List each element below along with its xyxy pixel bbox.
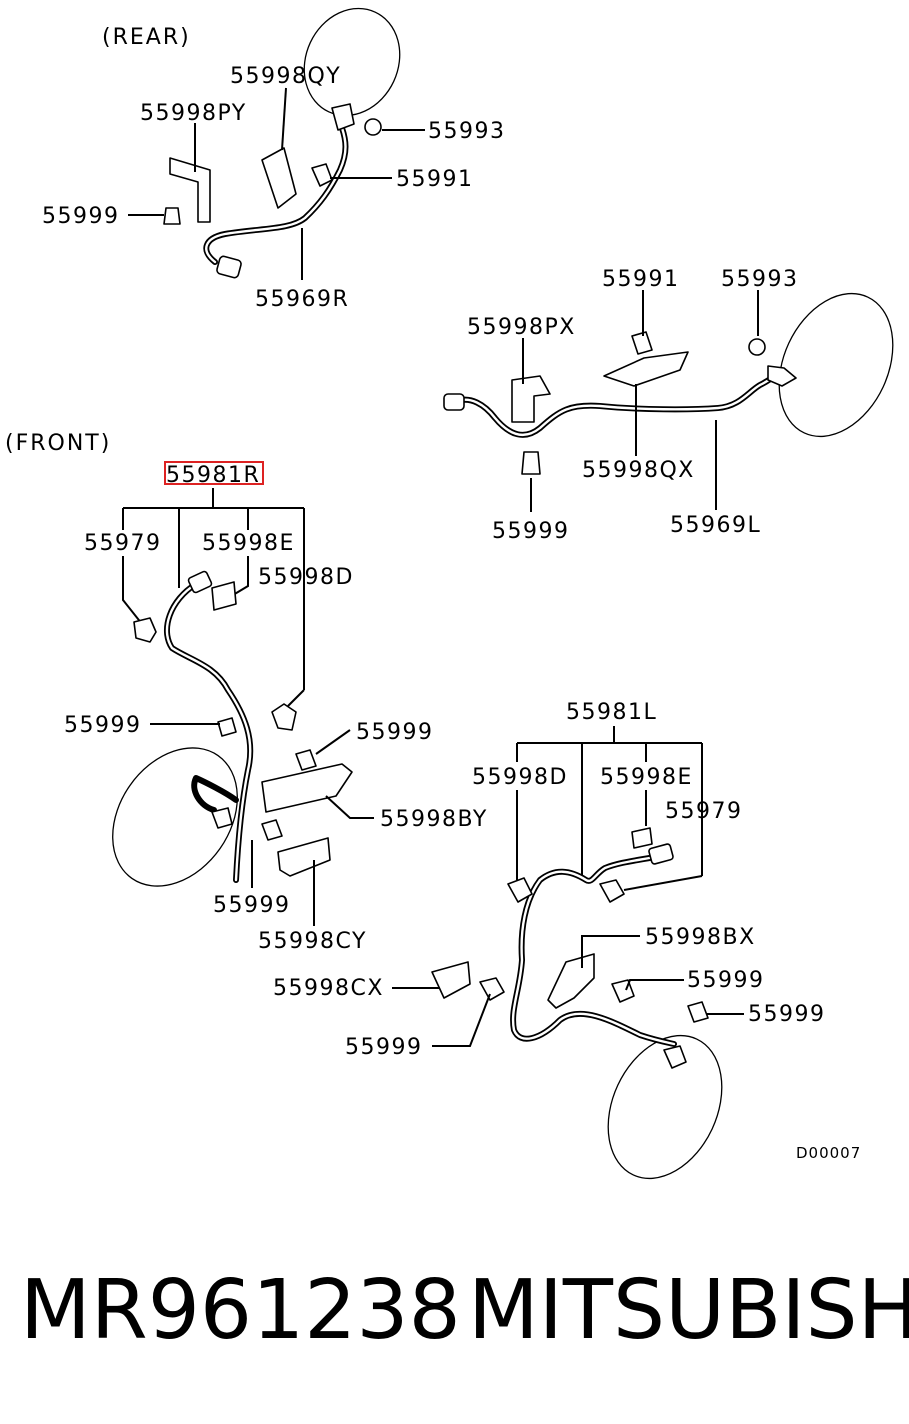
label-55998QX: 55998QX — [582, 458, 695, 483]
label-55999: 55999 — [748, 1002, 826, 1027]
leader-line — [325, 795, 374, 819]
bracket-icon — [603, 351, 689, 387]
sensor-cable — [191, 775, 239, 813]
section-label-rear: (REAR) — [102, 25, 191, 50]
label-55998E: 55998E — [600, 765, 693, 790]
bolt-icon — [311, 163, 333, 187]
part-number: MR961238 — [20, 1263, 461, 1358]
leader-line — [581, 935, 640, 968]
grommet-icon — [364, 118, 382, 136]
front-left-harness — [510, 853, 677, 1047]
label-55998D: 55998D — [258, 565, 354, 590]
clip-icon — [271, 703, 297, 731]
label-55998CY: 55998CY — [258, 929, 367, 954]
grommet-icon — [748, 338, 766, 356]
leader-line — [625, 979, 684, 991]
label-55999: 55999 — [356, 720, 434, 745]
label-55979: 55979 — [84, 531, 162, 556]
wheel-hub-outline — [607, 1034, 723, 1180]
connector-icon — [187, 570, 213, 594]
label-55999: 55999 — [492, 519, 570, 544]
label-55999: 55999 — [687, 968, 765, 993]
label-55979: 55979 — [665, 799, 743, 824]
label-55998QY: 55998QY — [230, 64, 341, 89]
leader-line — [287, 689, 305, 707]
label-55999: 55999 — [213, 893, 291, 918]
bolt-icon — [295, 749, 317, 771]
clip-icon — [631, 827, 653, 849]
leader-line — [623, 875, 703, 891]
front-right-harness — [163, 581, 254, 883]
bracket-icon — [547, 953, 595, 1009]
bolt-icon — [521, 451, 541, 475]
label-55998PY: 55998PY — [140, 101, 247, 126]
label-55998E: 55998E — [202, 531, 295, 556]
bolt-icon — [163, 207, 181, 225]
drawing-code: D00007 — [796, 1144, 861, 1162]
leader-line — [281, 87, 287, 151]
wheel-hub-outline — [778, 292, 894, 438]
bolt-icon — [611, 979, 635, 1003]
clip-icon — [599, 879, 625, 903]
wheel-hub-outline — [303, 7, 401, 117]
label-55991: 55991 — [396, 167, 474, 192]
bolt-icon — [217, 717, 237, 737]
bracket-icon — [277, 837, 331, 877]
clip-icon — [507, 877, 533, 903]
section-label-front: (FRONT) — [5, 431, 111, 456]
connector-icon — [443, 393, 465, 411]
label-55993: 55993 — [721, 267, 799, 292]
bolt-icon — [631, 331, 653, 355]
sensor-icon — [211, 807, 233, 829]
bracket-icon — [261, 147, 297, 209]
label-55998BX: 55998BX — [645, 925, 756, 950]
rear-right-harness — [203, 125, 349, 265]
sensor-icon — [331, 103, 355, 131]
label-55998BY: 55998BY — [380, 807, 488, 832]
label-55993: 55993 — [428, 119, 506, 144]
label-55998PX: 55998PX — [467, 315, 576, 340]
highlight-box — [164, 461, 264, 485]
label-55969L: 55969L — [670, 513, 761, 538]
label-55998D: 55998D — [472, 765, 568, 790]
label-55999: 55999 — [42, 204, 120, 229]
label-55981L: 55981L — [566, 700, 657, 725]
leader-line — [315, 729, 351, 755]
leader-line — [432, 993, 491, 1047]
label-55991: 55991 — [602, 267, 680, 292]
label-55998CX: 55998CX — [273, 976, 384, 1001]
label-55999: 55999 — [345, 1035, 423, 1060]
brand-name: MITSUBISHI — [468, 1263, 909, 1358]
bracket-icon — [431, 961, 471, 999]
wheel-hub-outline — [112, 747, 238, 887]
sensor-icon — [663, 1045, 687, 1069]
leader-line — [122, 556, 143, 625]
rear-left-harness — [452, 369, 783, 438]
clip-icon — [133, 617, 157, 643]
bolt-icon — [479, 977, 505, 1001]
bracket-icon — [169, 157, 211, 223]
connector-icon — [648, 843, 674, 865]
connector-icon — [216, 255, 242, 279]
bracket-icon — [511, 375, 551, 423]
bracket-icon — [261, 763, 353, 813]
label-55999: 55999 — [64, 713, 142, 738]
bolt-icon — [687, 1001, 709, 1023]
sensor-icon — [767, 365, 797, 387]
clip-icon — [211, 581, 237, 611]
bolt-icon — [261, 819, 283, 841]
label-55969R: 55969R — [255, 287, 349, 312]
